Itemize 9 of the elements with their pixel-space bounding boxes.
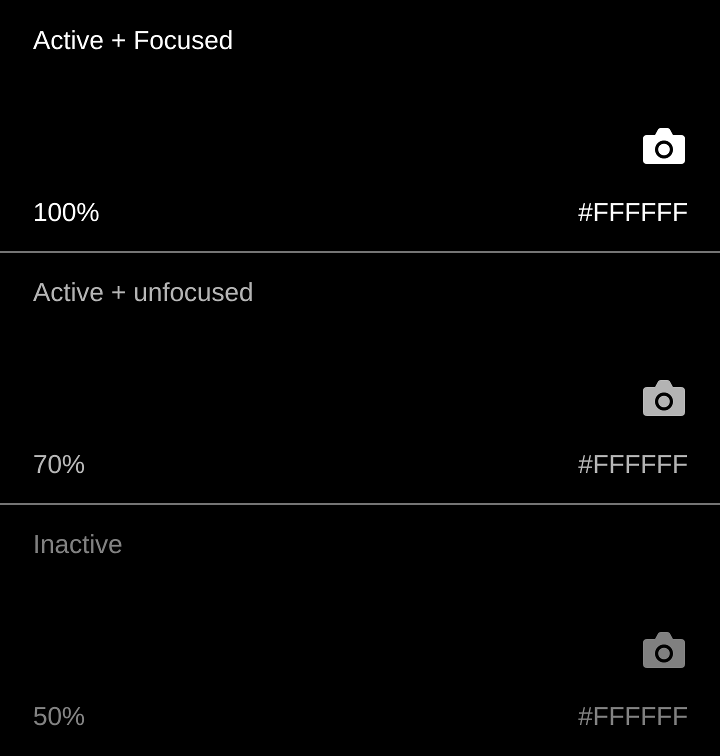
state-title: Inactive	[33, 529, 123, 559]
color-value: #FFFFFF	[578, 701, 688, 731]
state-title: Active + unfocused	[33, 277, 254, 307]
opacity-value: 100%	[33, 197, 100, 227]
opacity-value: 50%	[33, 701, 86, 731]
state-title: Active + Focused	[33, 25, 234, 55]
color-value: #FFFFFF	[578, 449, 688, 479]
color-value: #FFFFFF	[578, 197, 688, 227]
opacity-value: 70%	[33, 449, 86, 479]
